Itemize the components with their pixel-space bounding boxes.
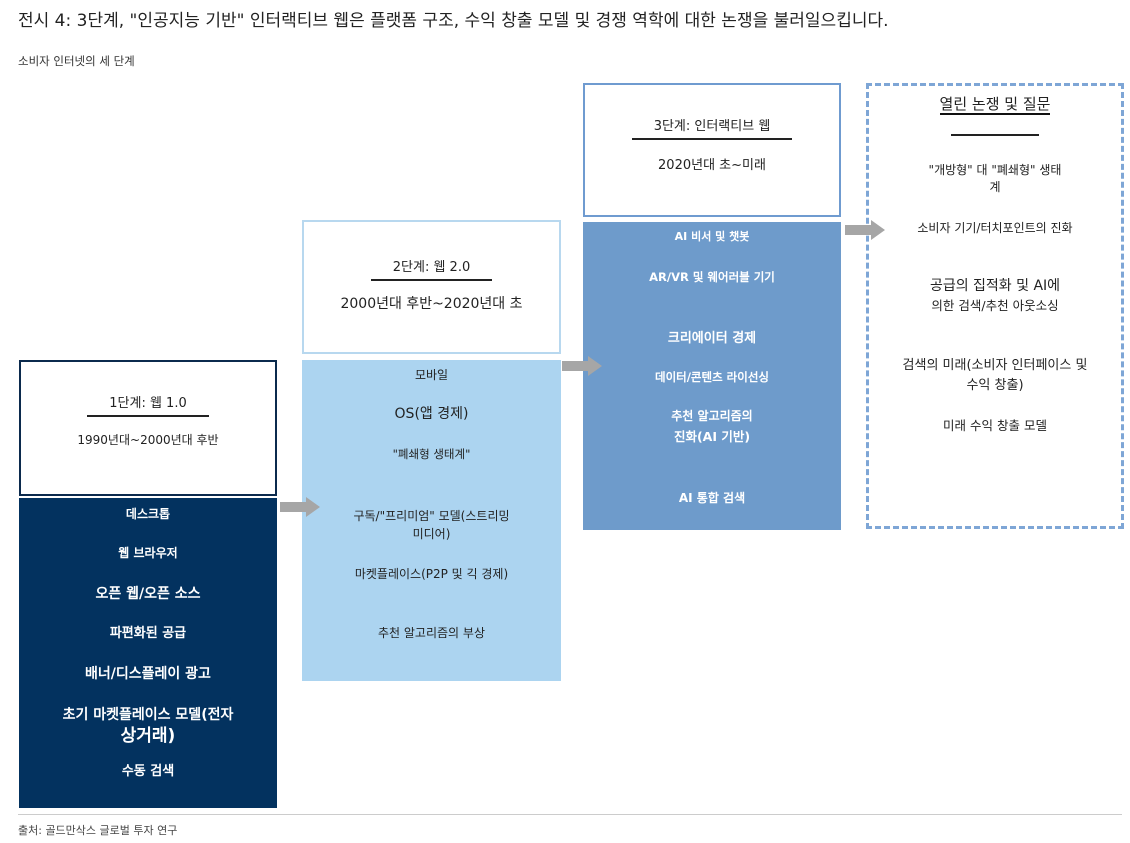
arrow-right-icon xyxy=(562,356,602,376)
stage1-title: 1단계: 웹 1.0 xyxy=(87,395,209,417)
stage2-item: 구독/"프리미엄" 모델(스트리밍 xyxy=(353,509,510,523)
stage1-item: 웹 브라우저 xyxy=(118,546,178,560)
exhibit-subtitle: 소비자 인터넷의 세 단계 xyxy=(18,54,135,68)
stage1-item: 초기 마켓플레이스 모델(전자 xyxy=(62,707,234,723)
stage3-item: 크리에이터 경제 xyxy=(667,331,757,346)
stage3-item: AR/VR 및 웨어러블 기기 xyxy=(649,270,775,284)
arrow-right-icon xyxy=(280,497,320,517)
stage3-title: 3단계: 인터랙티브 웹 xyxy=(631,118,793,140)
stage3-body: AI 비서 및 챗봇 AR/VR 및 웨어러블 기기 크리에이터 경제 데이터/… xyxy=(583,222,841,530)
open-questions-box: 열린 논쟁 및 질문 "개방형" 대 "폐쇄형" 생태 계 소비자 기기/터치포… xyxy=(866,83,1124,529)
stage2-item: 미디어) xyxy=(412,527,451,541)
stage3-item: AI 통합 검색 xyxy=(678,491,746,505)
open-question-item: 미래 수익 창출 모델 xyxy=(943,418,1047,433)
open-question-item: 검색의 미래(소비자 인터페이스 및 xyxy=(902,358,1088,373)
stage2-item: 추천 알고리즘의 부상 xyxy=(378,626,485,640)
stage2-header: 2단계: 웹 2.0 2000년대 후반~2020년대 초 xyxy=(302,220,561,354)
stage1-item: 수동 검색 xyxy=(121,764,175,779)
footer-divider xyxy=(18,814,1122,815)
open-question-item: 계 xyxy=(989,180,1001,194)
stage1-item: 데스크톱 xyxy=(125,507,171,521)
source-note: 출처: 골드만삭스 글로벌 투자 연구 xyxy=(18,824,178,837)
stage2-item: 마켓플레이스(P2P 및 긱 경제) xyxy=(354,567,509,581)
stage3-item: 데이터/콘텐츠 라이선싱 xyxy=(654,370,769,384)
open-question-item: 수익 창출) xyxy=(966,378,1024,393)
open-question-item: 공급의 집적화 및 AI에 xyxy=(929,278,1061,294)
stage1-item: 상거래) xyxy=(120,726,176,746)
stage3-header: 3단계: 인터랙티브 웹 2020년대 초~미래 xyxy=(583,83,841,217)
stage2-item: "폐쇄형 생태계" xyxy=(392,447,471,461)
open-questions-title: 열린 논쟁 및 질문 xyxy=(939,95,1051,115)
stage1-item: 오픈 웹/오픈 소스 xyxy=(95,586,201,602)
arrow-right-icon xyxy=(845,220,885,240)
stage2-title: 2단계: 웹 2.0 xyxy=(370,259,493,281)
title-underline xyxy=(951,134,1039,136)
stage2-item: 모바일 xyxy=(414,368,449,382)
stage3-item: 진화(AI 기반) xyxy=(673,429,751,444)
stage1-body: 데스크톱 웹 브라우저 오픈 웹/오픈 소스 파편화된 공급 배너/디스플레이 … xyxy=(19,498,277,808)
stage2-item: OS(앱 경제) xyxy=(394,406,469,422)
open-question-item: 의한 검색/추천 아웃소싱 xyxy=(931,298,1059,313)
exhibit-title: 전시 4: 3단계, "인공지능 기반" 인터랙티브 웹은 플랫폼 구조, 수익… xyxy=(18,11,889,31)
stage3-item: 추천 알고리즘의 xyxy=(671,409,753,423)
stage1-period: 1990년대~2000년대 후반 xyxy=(77,433,219,447)
stage1-item: 파편화된 공급 xyxy=(109,626,187,641)
stage3-period: 2020년대 초~미래 xyxy=(658,158,766,173)
stage2-period: 2000년대 후반~2020년대 초 xyxy=(340,296,523,312)
stage1-item: 배너/디스플레이 광고 xyxy=(85,666,211,682)
open-question-item: "개방형" 대 "폐쇄형" 생태 xyxy=(928,163,1062,177)
stage2-body: 모바일 OS(앱 경제) "폐쇄형 생태계" 구독/"프리미엄" 모델(스트리밍… xyxy=(302,360,561,681)
stage3-item: AI 비서 및 챗봇 xyxy=(674,230,750,243)
stage1-header: 1단계: 웹 1.0 1990년대~2000년대 후반 xyxy=(19,360,277,496)
open-question-item: 소비자 기기/터치포인트의 진화 xyxy=(917,221,1073,235)
